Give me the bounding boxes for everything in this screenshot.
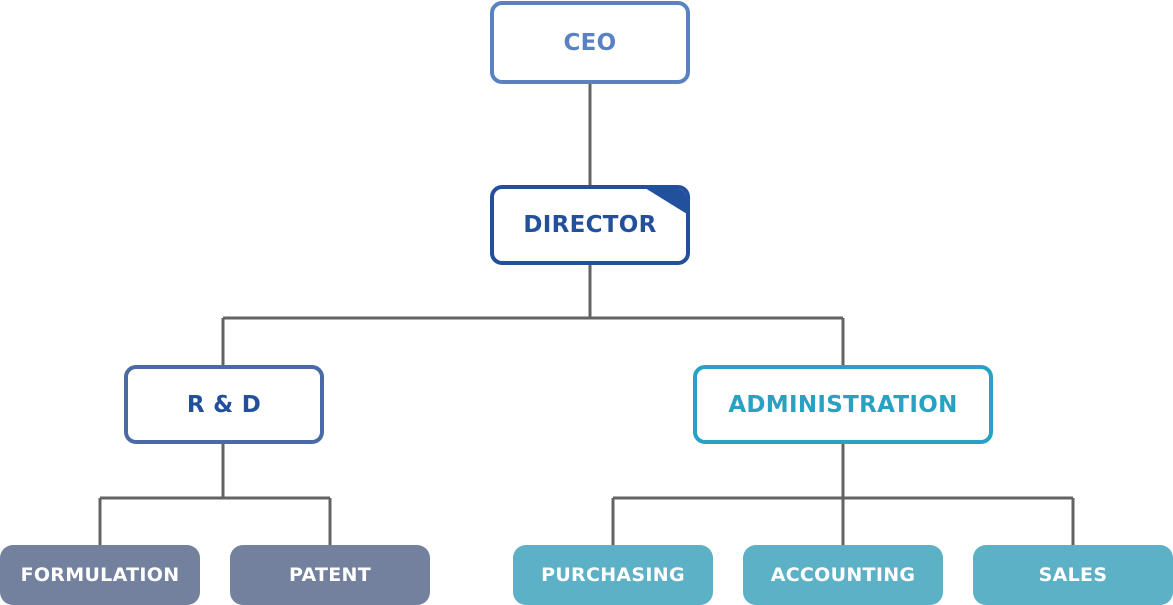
rd-node: R & D [124, 365, 324, 444]
ceo-label: CEO [563, 29, 617, 56]
administration-label: ADMINISTRATION [728, 391, 958, 418]
director-node: DIRECTOR [490, 185, 690, 265]
formulation-node: FORMULATION [0, 545, 200, 605]
corner-flag-decoration [645, 189, 686, 214]
purchasing-node: PURCHASING [513, 545, 713, 605]
patent-label: PATENT [288, 564, 371, 586]
director-label: DIRECTOR [523, 212, 657, 238]
rd-label: R & D [186, 391, 262, 418]
sales-label: SALES [1038, 564, 1108, 586]
purchasing-label: PURCHASING [541, 564, 685, 586]
accounting-label: ACCOUNTING [770, 564, 916, 586]
ceo-node: CEO [490, 1, 690, 84]
administration-node: ADMINISTRATION [693, 365, 993, 444]
patent-node: PATENT [230, 545, 430, 605]
formulation-label: FORMULATION [20, 564, 180, 586]
accounting-node: ACCOUNTING [743, 545, 943, 605]
sales-node: SALES [973, 545, 1173, 605]
